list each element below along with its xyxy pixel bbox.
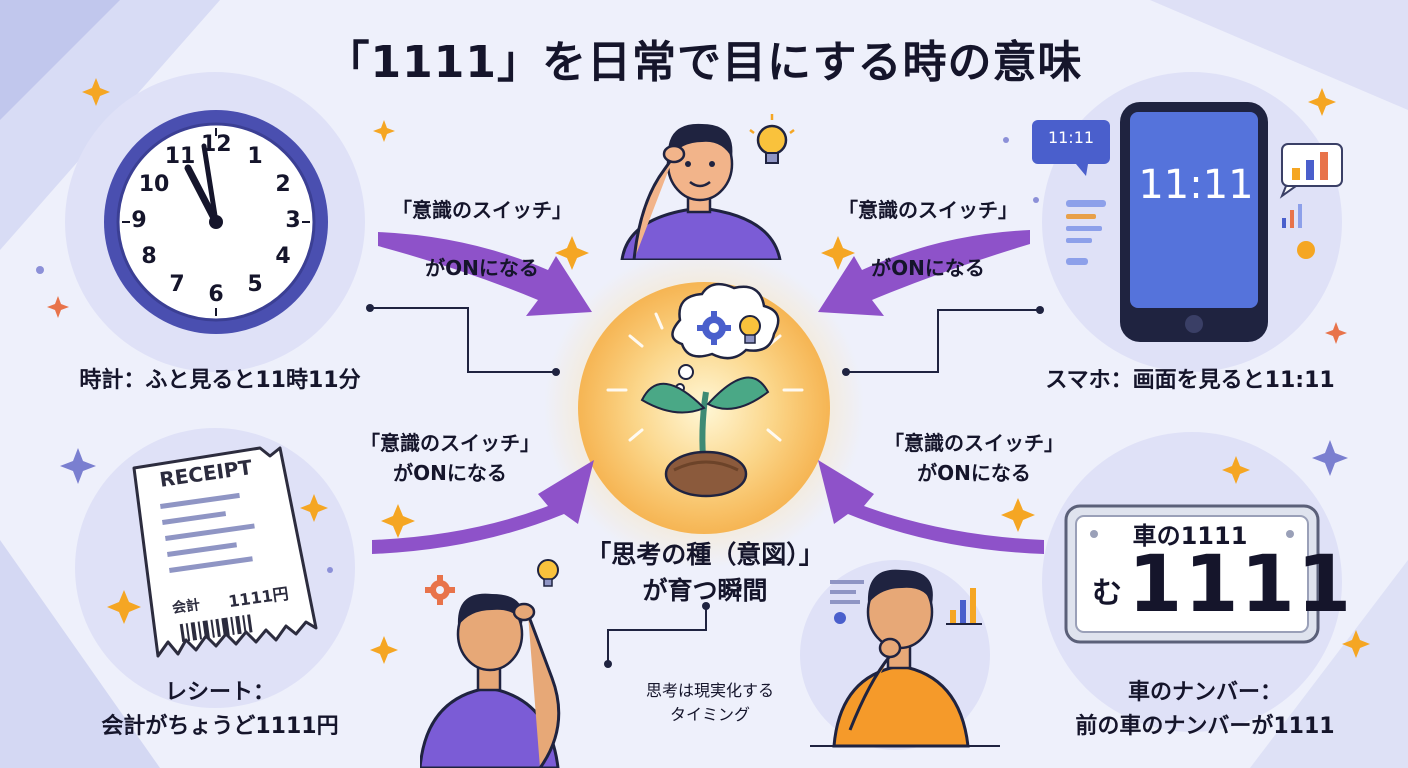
lightbulb-icon [749, 114, 795, 164]
timing-caption: 思考は現実化する タイミング [610, 679, 810, 727]
sparkle-icon [381, 504, 415, 538]
chat-bubble-time: 11:11 [1047, 128, 1095, 147]
clock-number: 5 [247, 272, 263, 297]
clock-number: 3 [285, 208, 301, 233]
clock-number: 1 [247, 144, 263, 169]
person-pondering-icon [810, 569, 1000, 748]
sparkle-icon [1001, 498, 1035, 532]
clock-number: 2 [275, 172, 291, 197]
arrow-icon [378, 232, 592, 316]
plate-top-text: 車の1111 [1132, 522, 1248, 550]
person-head-touch-icon [420, 559, 561, 768]
clock-number: 4 [275, 244, 291, 269]
lightbulb-icon [739, 315, 761, 344]
switch-label-top-left: 「意識のスイッチ」 がONになる [372, 195, 592, 283]
plate-caption: 車のナンバー： 前の車のナンバーが1111 [1010, 676, 1400, 744]
sparkle-icon [1308, 88, 1336, 116]
sparkle-icon [107, 590, 141, 624]
center-caption: 「思考の種（意図）」 が育つ瞬間 [560, 537, 850, 609]
arrow-icon [818, 230, 1030, 316]
sparkle-icon [300, 494, 328, 522]
receipt-caption: レシート： 会計がちょうど1111円 [40, 676, 400, 744]
clock-number: 12 [201, 132, 232, 157]
clock-number: 10 [138, 172, 170, 197]
switch-label-line1: 「意識のスイッチ」 [838, 198, 1018, 222]
switch-label-line1: 「意識のスイッチ」 [360, 431, 540, 455]
person-thinking-icon [620, 114, 795, 260]
receipt-caption-line1: レシート： [164, 680, 275, 705]
page-title: 「1111」を日常で目にする時の意味 [325, 37, 1083, 88]
timing-caption-line2: タイミング [669, 705, 750, 724]
phone-screen-time: 11:11 [1138, 162, 1254, 208]
clock-icon [104, 110, 328, 334]
switch-label-bottom-right: 「意識のスイッチ」 がONになる [864, 428, 1084, 488]
switch-label-line2: がONになる [425, 256, 539, 280]
lightbulb-icon [537, 559, 559, 587]
clock-number: 9 [131, 208, 147, 233]
plate-caption-line1: 車のナンバー： [1127, 680, 1282, 705]
center-caption-line2: が育つ瞬間 [642, 576, 768, 605]
sparkle-icon [555, 236, 589, 270]
plate-kana: む [1092, 576, 1122, 611]
sparkle-icon [370, 636, 398, 664]
switch-label-line2: がONになる [917, 461, 1031, 485]
switch-label-line1: 「意識のスイッチ」 [884, 431, 1064, 455]
plate-caption-line2: 前の車のナンバーが1111 [1075, 714, 1335, 739]
clock-number: 8 [141, 244, 157, 269]
switch-label-top-right: 「意識のスイッチ」 がONになる [818, 195, 1038, 283]
timing-caption-line1: 思考は現実化する [645, 681, 774, 700]
clock-number: 7 [169, 272, 185, 297]
gear-icon [425, 575, 455, 605]
sparkle-icon [82, 78, 110, 106]
receipt-caption-line2: 会計がちょうど1111円 [101, 714, 339, 739]
arrow-icon [372, 460, 594, 554]
sparkle-icon [1222, 456, 1250, 484]
smartphone-icon [1032, 102, 1343, 342]
switch-label-line1: 「意識のスイッチ」 [392, 198, 572, 222]
switch-label-line2: がONになる [393, 461, 507, 485]
clock-number: 6 [208, 282, 224, 307]
sparkle-icon [373, 120, 395, 142]
switch-label-bottom-left: 「意識のスイッチ」 がONになる [340, 428, 560, 488]
receipt-icon [132, 446, 318, 658]
clock-caption: 時計：ふと見ると11時11分 [79, 368, 361, 393]
plate-number: 1111 [1128, 540, 1354, 630]
switch-label-line2: がONになる [871, 256, 985, 280]
gear-icon [697, 311, 731, 345]
clock-number: 11 [164, 144, 196, 169]
sprout-icon [606, 282, 804, 498]
arrow-icon [818, 460, 1044, 554]
center-caption-line1: 「思考の種（意図）」 [586, 540, 824, 569]
license-plate-icon [1064, 504, 1320, 644]
phone-caption: スマホ：画面を見ると11:11 [1045, 368, 1335, 393]
sparkle-icon [1342, 630, 1370, 658]
sparkle-icon [821, 236, 855, 270]
